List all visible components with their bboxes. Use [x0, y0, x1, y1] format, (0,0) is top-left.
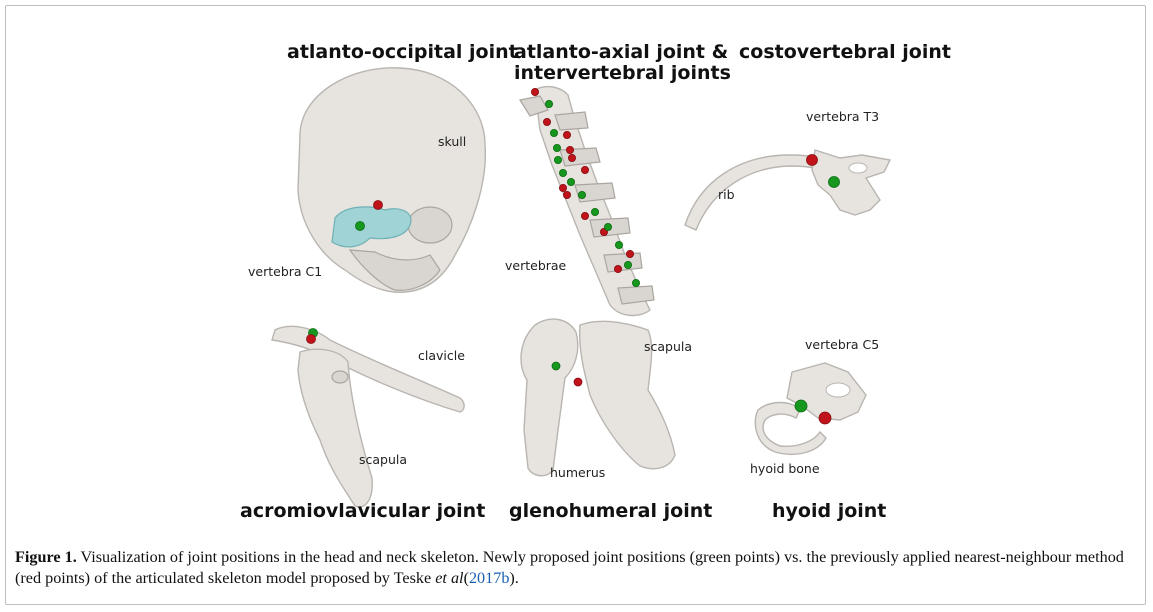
caption-label: Figure 1.	[15, 548, 77, 566]
panel-title-costovertebral: costovertebral joint	[739, 41, 951, 63]
red-point	[807, 155, 818, 166]
label-scapula: scapula	[359, 452, 407, 467]
panel-title-atlanto-axial-line2: intervertebral joints	[514, 62, 731, 84]
panel-title-glenohumeral: glenohumeral joint	[509, 500, 712, 522]
green-point	[552, 362, 560, 370]
green-point	[356, 222, 365, 231]
label-vertebra-c5: vertebra C5	[805, 337, 879, 352]
red-point	[574, 378, 582, 386]
vertebra-t3-bone	[812, 150, 890, 215]
caption-etal: et al	[435, 569, 463, 587]
skull-bone	[298, 68, 485, 292]
panel-title-atlanto-occipital: atlanto-occipital joint	[287, 41, 518, 63]
humerus-bone	[521, 319, 578, 476]
figure-panels: atlanto-occipital joint atlanto-axial jo…	[0, 0, 1153, 520]
panel-title-acromioclavicular: acromiovlavicular joint	[240, 500, 485, 522]
caption-cite-close: ).	[509, 569, 518, 587]
red-point	[819, 412, 831, 424]
citation-link[interactable]: 2017b	[469, 569, 509, 587]
panel-title-atlanto-axial-line1: atlanto-axial joint &	[514, 41, 728, 63]
label-humerus: humerus	[550, 465, 605, 480]
figure-caption: Figure 1. Visualization of joint positio…	[15, 547, 1140, 589]
caption-text: Visualization of joint positions in the …	[15, 548, 1124, 587]
label-hyoid-bone: hyoid bone	[750, 461, 820, 476]
green-point	[829, 177, 840, 188]
rib-bone	[685, 155, 832, 230]
label-scapula-2: scapula	[644, 339, 692, 354]
label-vertebra-t3: vertebra T3	[806, 109, 879, 124]
green-point	[795, 400, 807, 412]
red-point	[374, 201, 383, 210]
red-point	[307, 335, 316, 344]
label-vertebrae: vertebrae	[505, 258, 566, 273]
panel-title-hyoid: hyoid joint	[772, 500, 886, 522]
label-skull: skull	[438, 134, 466, 149]
label-vertebra-c1: vertebra C1	[248, 264, 322, 279]
label-rib: rib	[718, 187, 735, 202]
label-clavicle: clavicle	[418, 348, 465, 363]
